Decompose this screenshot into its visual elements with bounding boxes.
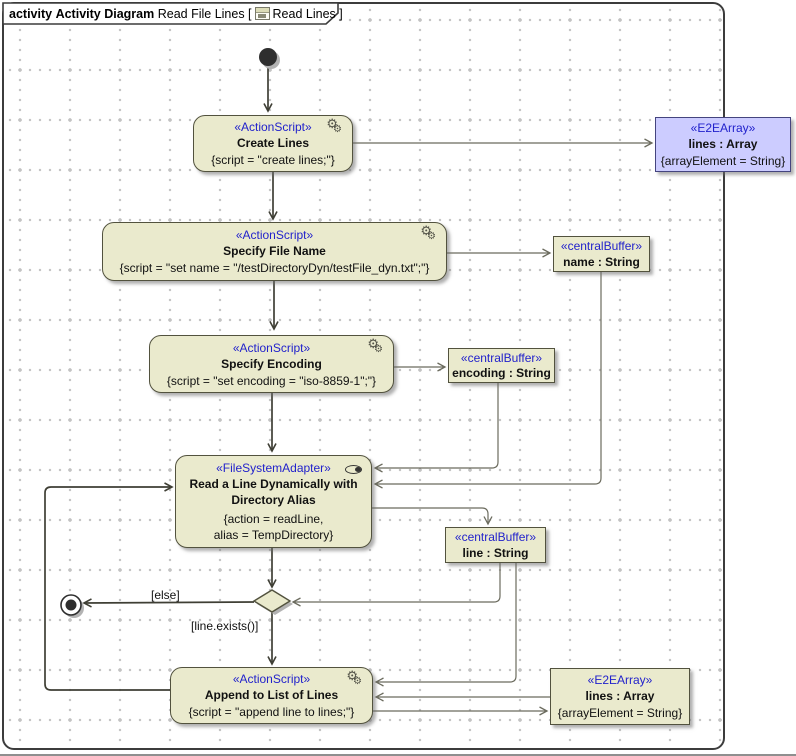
diagram-type-label: Activity Diagram (55, 6, 155, 21)
diagram-ref-label[interactable]: Read Lines ] (272, 6, 343, 21)
initial-node[interactable] (259, 48, 277, 66)
stereotype-label: «ActionScript» (234, 120, 312, 134)
stereotype-label: «ActionScript» (235, 228, 314, 242)
gears-icon: ⚙⚙ (420, 223, 436, 242)
gears-icon: ⚙⚙ (326, 116, 342, 135)
action-create-lines[interactable]: ⚙⚙ «ActionScript» Create Lines {script =… (193, 115, 353, 172)
node-spec: {action = readLine, (223, 512, 324, 526)
node-name: Create Lines (236, 136, 310, 150)
action-specify-file-name[interactable]: ⚙⚙ «ActionScript» Specify File Name {scr… (102, 222, 447, 281)
node-name: Specify Encoding (221, 356, 322, 371)
stereotype-label: «centralBuffer» (460, 350, 543, 365)
node-spec: {arrayElement = String} (660, 154, 786, 168)
node-name: Append to List of Lines (204, 688, 339, 702)
central-buffer-encoding[interactable]: «centralBuffer» encoding : String (448, 348, 555, 383)
edge-decision-to-final[interactable] (82, 598, 255, 608)
action-read-line-dynamically[interactable]: «FileSystemAdapter» Read a Line Dynamica… (175, 455, 372, 548)
edge-encoding-buffer-to-read-line[interactable] (373, 383, 499, 473)
adapter-icon (345, 465, 362, 474)
activity-final-node-core (65, 599, 77, 611)
action-append-to-list[interactable]: ⚙⚙ «ActionScript» Append to List of Line… (170, 667, 373, 724)
node-spec: {script = "create lines;"} (211, 153, 335, 167)
stereotype-label: «E2EArray» (587, 673, 653, 687)
node-spec: {script = "set encoding = "iso-8859-1";"… (166, 373, 377, 388)
stereotype-label: «FileSystemAdapter» (216, 461, 331, 475)
node-name: lines : Array (688, 137, 758, 151)
edge-line-buffer-to-append[interactable] (374, 563, 517, 687)
stereotype-label: «ActionScript» (232, 340, 311, 355)
stereotype-label: «E2EArray» (690, 121, 756, 135)
stereotype-label: «centralBuffer» (560, 239, 643, 253)
node-name: line : String (462, 546, 529, 560)
node-spec: alias = TempDirectory} (213, 528, 334, 542)
guard-else-label: [else] (151, 588, 180, 602)
central-buffer-line[interactable]: «centralBuffer» line : String (445, 527, 546, 563)
activity-diagram-icon (254, 7, 270, 20)
frame-kind-label: activity (9, 6, 53, 21)
node-name: name : String (563, 255, 640, 269)
gears-icon: ⚙⚙ (346, 668, 362, 687)
gears-icon: ⚙⚙ (367, 336, 383, 355)
node-name: Read a Line Dynamically with Directory A… (189, 477, 358, 507)
guard-line-exists-label: [line.exists()] (191, 619, 259, 633)
node-spec: {script = "append line to lines;"} (188, 705, 355, 719)
window-bottom-border (0, 754, 796, 756)
decision-node[interactable] (252, 589, 292, 613)
node-name: lines : Array (585, 689, 655, 703)
object-node-lines-array-bottom[interactable]: «E2EArray» lines : Array {arrayElement =… (550, 668, 690, 725)
diagram-title-bar: activity Activity Diagram Read File Line… (9, 5, 343, 22)
central-buffer-name[interactable]: «centralBuffer» name : String (553, 236, 650, 272)
node-name: Specify File Name (223, 244, 326, 258)
node-spec: {script = "set name = "/testDirectoryDyn… (119, 261, 430, 275)
edge-read-line-to-line-buffer[interactable] (372, 507, 493, 526)
frame-title-pentagon (2, 2, 339, 25)
node-spec: {arrayElement = String} (557, 706, 683, 720)
edge-append-to-read-line-loop[interactable] (44, 482, 174, 691)
edge-line-buffer-to-decision[interactable] (291, 563, 501, 607)
stereotype-label: «centralBuffer» (454, 530, 537, 544)
stereotype-label: «ActionScript» (232, 672, 311, 686)
edge-name-buffer-to-read-line[interactable] (373, 272, 602, 489)
node-name: encoding : String (452, 365, 551, 380)
action-specify-encoding[interactable]: ⚙⚙ «ActionScript» Specify Encoding {scri… (149, 335, 394, 393)
object-node-lines-array-top[interactable]: «E2EArray» lines : Array {arrayElement =… (655, 117, 791, 172)
diagram-name-label: Read File Lines [ (157, 6, 252, 21)
